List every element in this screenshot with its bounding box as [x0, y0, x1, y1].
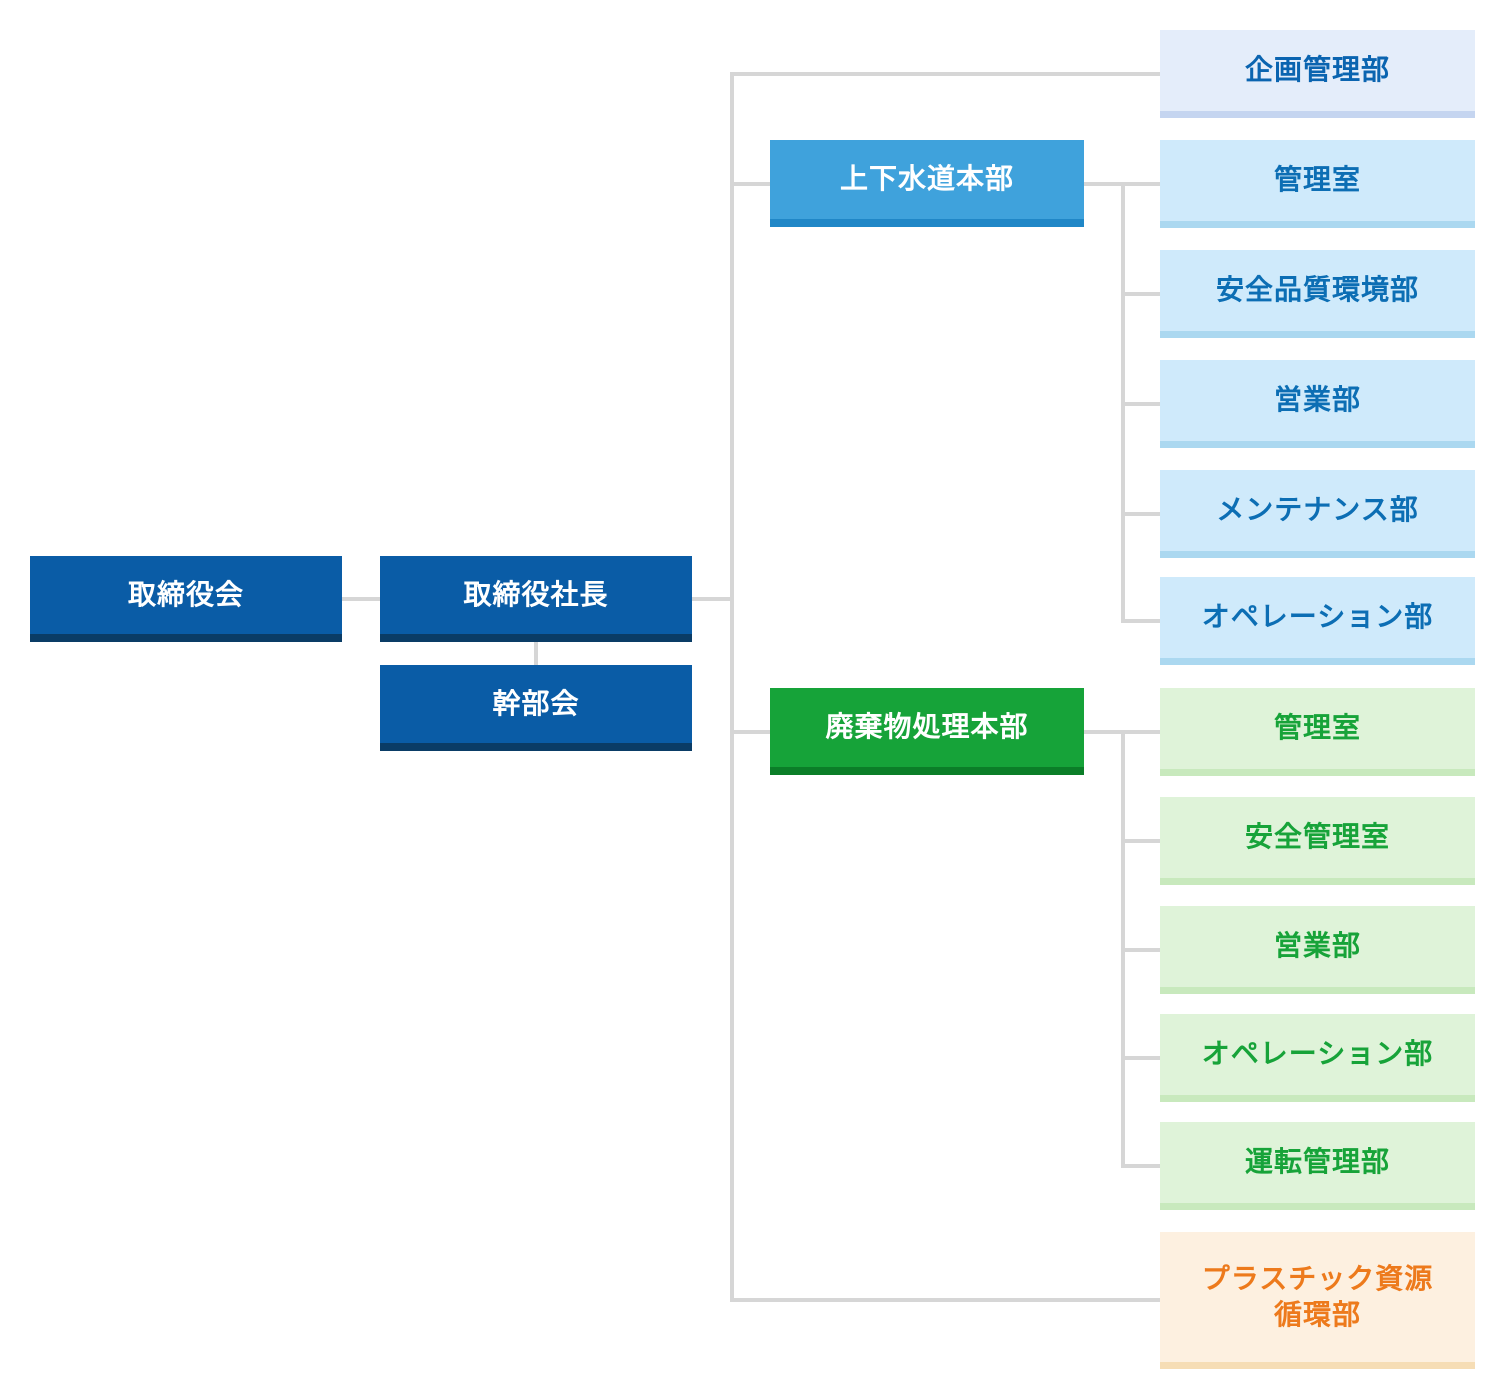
org-node-water-division-label: 上下水道本部 — [839, 163, 1014, 195]
org-node-plastic-recycling-department-label: プラスチック資源 循環部 — [1202, 1261, 1433, 1334]
connector-water-subtrunk — [1084, 182, 1125, 186]
water-branch-2 — [1121, 292, 1160, 296]
org-node-water-division: 上下水道本部 — [770, 140, 1084, 227]
connector-board-president — [342, 597, 380, 601]
water-branch-1 — [1121, 182, 1160, 186]
org-node-water-dept-operation-label: オペレーション部 — [1201, 601, 1434, 633]
org-node-waste-dept-kanrishitsu: 管理室 — [1160, 688, 1475, 776]
waste-branch-2 — [1121, 839, 1160, 843]
waste-branch-4 — [1121, 1056, 1160, 1060]
org-node-planning-department-label: 企画管理部 — [1244, 54, 1390, 86]
org-node-waste-dept-sales: 営業部 — [1160, 906, 1475, 994]
org-node-water-dept-kanrishitsu: 管理室 — [1160, 140, 1475, 228]
trunk-main — [730, 72, 734, 1302]
branch-plastic-department — [730, 1298, 1160, 1302]
org-node-waste-dept-operation-label: オペレーション部 — [1201, 1038, 1434, 1070]
org-node-waste-dept-safety: 安全管理室 — [1160, 797, 1475, 885]
org-node-waste-division-label: 廃棄物処理本部 — [825, 711, 1029, 743]
org-node-water-dept-kanrishitsu-label: 管理室 — [1273, 164, 1361, 196]
org-node-waste-dept-driving-management-label: 運転管理部 — [1244, 1146, 1390, 1178]
org-node-water-dept-safety-quality-env-label: 安全品質環境部 — [1215, 274, 1419, 306]
waste-branch-3 — [1121, 948, 1160, 952]
connector-waste-subtrunk — [1084, 730, 1125, 734]
org-node-water-dept-maintenance: メンテナンス部 — [1160, 470, 1475, 558]
waste-branch-5 — [1121, 1164, 1160, 1168]
org-node-water-dept-sales-label: 営業部 — [1273, 384, 1361, 416]
branch-waste-division — [730, 730, 770, 734]
org-node-waste-dept-operation: オペレーション部 — [1160, 1014, 1475, 1102]
connector-president-executive — [534, 642, 538, 665]
org-node-waste-dept-safety-label: 安全管理室 — [1244, 821, 1390, 853]
org-node-waste-dept-driving-management: 運転管理部 — [1160, 1122, 1475, 1210]
org-node-president-label: 取締役社長 — [463, 578, 609, 610]
org-node-water-dept-safety-quality-env: 安全品質環境部 — [1160, 250, 1475, 338]
branch-planning-department — [730, 72, 1160, 76]
waste-branch-1 — [1121, 730, 1160, 734]
org-node-plastic-recycling-department: プラスチック資源 循環部 — [1160, 1232, 1475, 1369]
org-node-water-dept-maintenance-label: メンテナンス部 — [1216, 494, 1419, 526]
org-node-executive-committee-label: 幹部会 — [492, 687, 580, 719]
water-branch-5 — [1121, 619, 1160, 623]
org-node-water-dept-operation: オペレーション部 — [1160, 577, 1475, 665]
org-node-planning-department: 企画管理部 — [1160, 30, 1475, 118]
org-node-water-dept-sales: 営業部 — [1160, 360, 1475, 448]
org-node-board: 取締役会 — [30, 556, 342, 642]
org-node-executive-committee: 幹部会 — [380, 665, 692, 751]
org-node-board-label: 取締役会 — [127, 578, 244, 610]
water-branch-4 — [1121, 512, 1160, 516]
water-branch-3 — [1121, 402, 1160, 406]
org-node-waste-dept-sales-label: 営業部 — [1273, 930, 1361, 962]
branch-water-division — [730, 182, 770, 186]
plastic-label-line-1: プラスチック資源 — [1201, 1262, 1434, 1294]
org-node-waste-dept-kanrishitsu-label: 管理室 — [1273, 712, 1361, 744]
org-node-president: 取締役社長 — [380, 556, 692, 642]
connector-president-trunk — [692, 597, 734, 601]
plastic-label-line-2: 循環部 — [1273, 1299, 1361, 1330]
org-node-waste-division: 廃棄物処理本部 — [770, 688, 1084, 775]
